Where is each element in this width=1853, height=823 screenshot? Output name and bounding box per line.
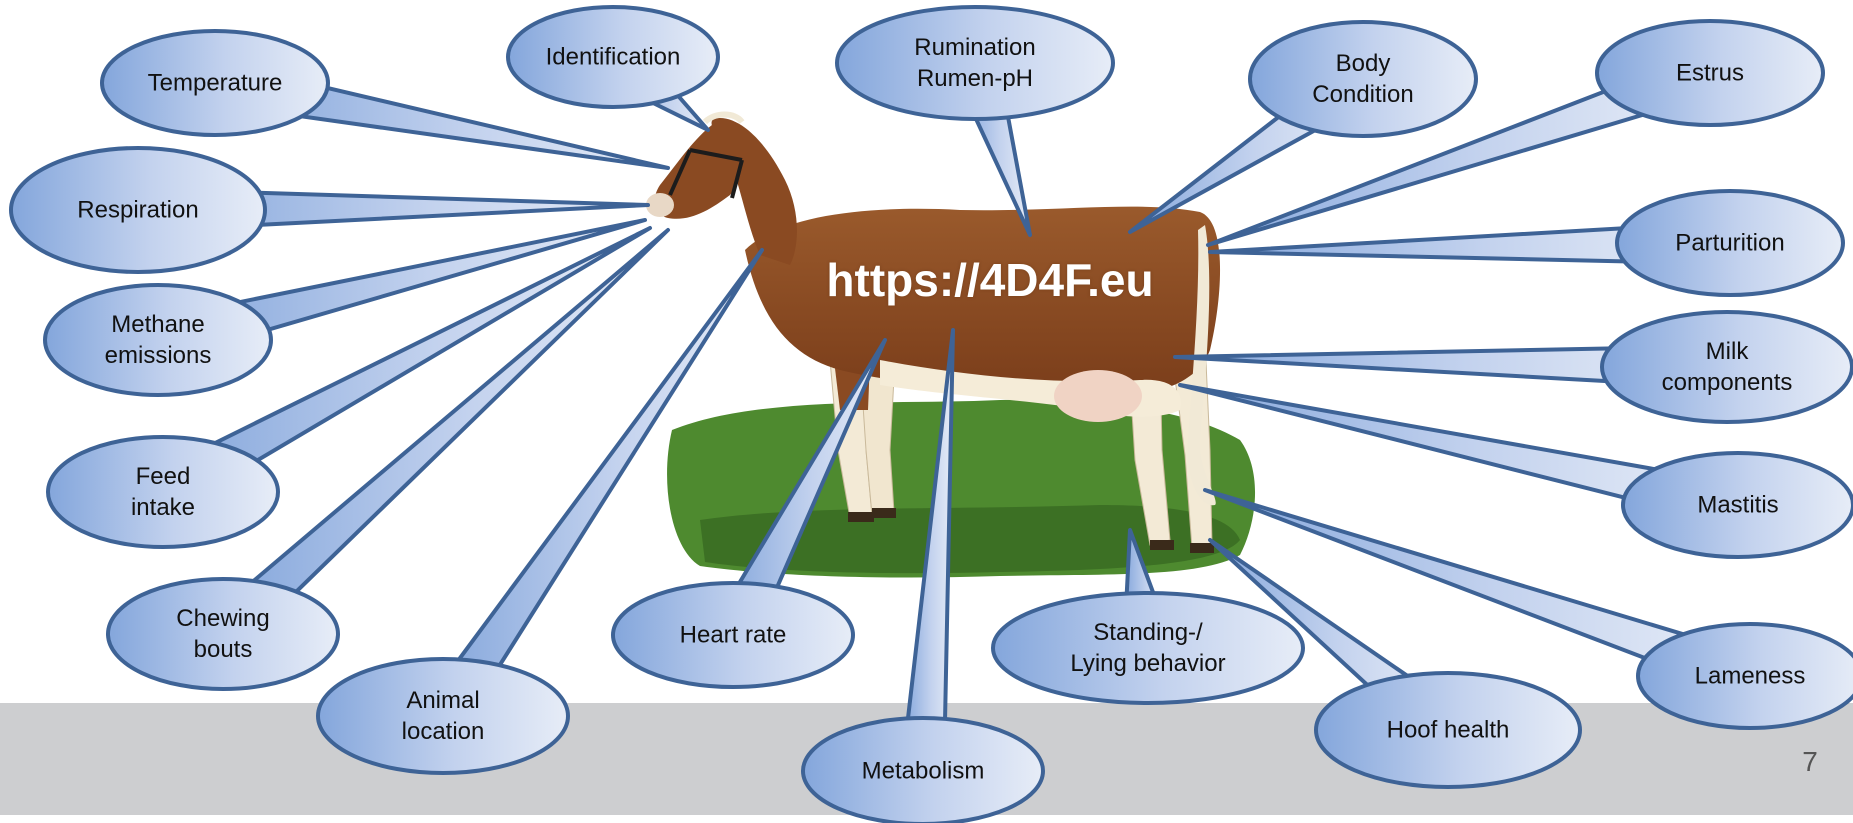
cow-illustration xyxy=(646,111,1221,553)
bubble-label-estrus: Estrus xyxy=(1676,58,1744,89)
bubble-label-line: components xyxy=(1661,369,1793,396)
bubble-estrus xyxy=(1206,19,1825,247)
bubble-fill xyxy=(14,151,262,269)
url-overlay: https://4D4F.eu xyxy=(826,254,1154,306)
bubble-standing-lying xyxy=(991,528,1305,705)
bubble-label-line: Temperature xyxy=(147,69,283,97)
bubble-chewing-bouts xyxy=(106,228,670,691)
bubble-fill xyxy=(840,10,1110,116)
bubble-fill xyxy=(806,721,1040,821)
bubble-label-line: Methane xyxy=(111,311,205,338)
bubble-metabolism xyxy=(801,328,1045,823)
bubble-animal-location xyxy=(316,248,764,775)
bubble-label-line: location xyxy=(401,718,485,745)
bubble-fill xyxy=(1319,676,1577,784)
bubble-label-line: Identification xyxy=(545,43,681,71)
bubble-fill xyxy=(1253,25,1473,133)
bubble-label-hoof-health: Hoof health xyxy=(1387,715,1510,746)
bubble-fill xyxy=(321,662,565,770)
bubble-heart-rate xyxy=(611,338,887,689)
bubble-label-line: Heart rate xyxy=(679,621,787,649)
bubble-label-respiration: Respiration xyxy=(77,195,198,226)
bubble-fill xyxy=(1641,627,1853,725)
bubble-label-methane: Methane emissions xyxy=(105,309,212,371)
bubble-label-standing-lying: Standing-/ Lying behavior xyxy=(1070,617,1225,679)
bubble-label-line: Rumen-pH xyxy=(916,65,1034,92)
bubble-fill xyxy=(996,596,1300,700)
bubble-label-feed-intake: Feed intake xyxy=(131,461,195,523)
bubble-body-condition xyxy=(1128,20,1478,234)
bubble-rumination xyxy=(835,5,1115,237)
bubble-mastitis xyxy=(1178,383,1853,559)
bubble-label-line: Body xyxy=(1335,50,1391,77)
bubble-label-parturition: Parturition xyxy=(1675,228,1784,259)
bubble-identification xyxy=(506,5,720,132)
grass-shade xyxy=(700,505,1240,574)
bubble-parturition xyxy=(1208,189,1845,297)
bubble-fill xyxy=(111,582,335,686)
bubble-label-line: Feed xyxy=(135,463,191,490)
bubble-fill xyxy=(48,288,268,392)
bubble-label-line: Respiration xyxy=(77,196,199,224)
bubble-label-chewing-bouts: Chewing bouts xyxy=(176,603,269,665)
bubble-fill xyxy=(616,586,850,684)
bubble-fill xyxy=(1600,24,1820,122)
bubble-fill xyxy=(1620,194,1840,292)
page-number: 7 xyxy=(1802,746,1818,777)
bubble-label-line: Rumination xyxy=(914,34,1036,61)
bubbles-layer xyxy=(9,5,1853,823)
bubble-label-line: Lying behavior xyxy=(1070,650,1226,677)
bubble-label-line: Condition xyxy=(1312,81,1414,108)
bubble-label-line: bouts xyxy=(193,636,253,663)
bubble-fill xyxy=(51,440,275,544)
bubble-label-lameness: Lameness xyxy=(1695,661,1806,692)
bubble-lameness xyxy=(1203,488,1853,730)
bubble-milk-components xyxy=(1173,310,1853,424)
bubble-label-metabolism: Metabolism xyxy=(862,756,985,787)
bubble-label-line: Estrus xyxy=(1675,59,1745,87)
bubble-label-line: Chewing xyxy=(176,605,270,632)
bubble-label-mastitis: Mastitis xyxy=(1697,490,1778,521)
bubble-label-line: Standing-/ xyxy=(1093,619,1203,646)
bubble-hoof-health xyxy=(1208,538,1582,789)
bubble-label-line: Metabolism xyxy=(861,757,985,785)
bubble-methane xyxy=(43,218,647,397)
bubble-label-identification: Identification xyxy=(546,42,681,73)
bubble-fill xyxy=(511,10,715,104)
bubble-label-line: Hoof health xyxy=(1386,716,1510,744)
bubble-temperature xyxy=(100,29,670,170)
bubble-label-line: Animal xyxy=(406,687,480,714)
bubble-label-heart-rate: Heart rate xyxy=(680,620,787,651)
bubble-label-animal-location: Animal location xyxy=(402,685,485,747)
bubble-fill xyxy=(105,34,325,132)
bubble-feed-intake xyxy=(46,226,652,549)
bubble-fill xyxy=(1626,456,1850,554)
bubble-respiration xyxy=(9,146,650,274)
bubble-label-line: Milk xyxy=(1705,338,1749,365)
bubble-label-line: Mastitis xyxy=(1697,491,1779,519)
bubble-fill xyxy=(1605,315,1849,419)
bubble-label-milk-components: Milk components xyxy=(1662,336,1793,398)
bubble-label-line: emissions xyxy=(104,342,212,369)
bubble-label-line: Lameness xyxy=(1694,662,1806,690)
bubble-label-temperature: Temperature xyxy=(148,68,283,99)
bubble-label-line: intake xyxy=(130,494,196,521)
bubble-label-line: Parturition xyxy=(1675,229,1785,257)
